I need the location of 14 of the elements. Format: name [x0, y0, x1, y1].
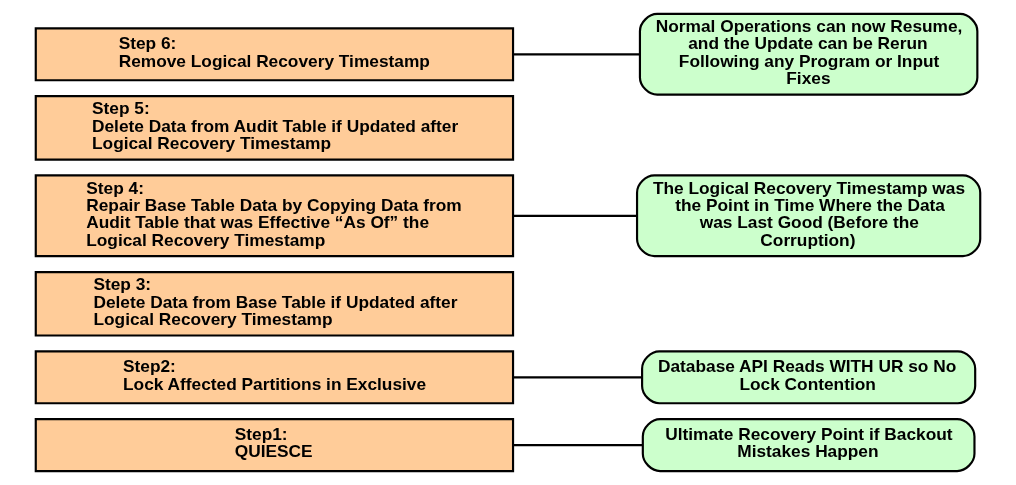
node-box: Database API Reads WITH UR so No Lock Contention	[641, 350, 977, 405]
connector	[513, 376, 642, 379]
node-box: The Logical Recovery Timestamp was the Point in Time Where the Data was Last Good (Before the Corruption)	[635, 174, 982, 258]
node-box: Step 6: Remove Logical Recovery Timestamp	[34, 27, 515, 82]
node-box: Step 5: Delete Data from Audit Table if Updated after Logical Recovery Timestamp	[34, 95, 515, 161]
connector	[513, 444, 643, 447]
node-box: Normal Operations can now Resume, and the Update can be Rerun Following any Program or Input Fixes	[638, 12, 979, 96]
node-box: Step 3: Delete Data from Base Table if Updated after Logical Recovery Timestamp	[34, 271, 515, 337]
node-box: Step1: QUIESCE	[34, 418, 515, 473]
connector	[513, 53, 640, 56]
node-box: Step2: Lock Affected Partitions in Exclusive	[34, 350, 515, 405]
node-box: Ultimate Recovery Point if Backout Mistakes Happen	[641, 418, 976, 473]
connector	[513, 214, 637, 217]
node-box: Step 4: Repair Base Table Data by Copying Data from Audit Table that was Effective “As Of” the Logical Recovery Timestamp	[34, 174, 515, 258]
